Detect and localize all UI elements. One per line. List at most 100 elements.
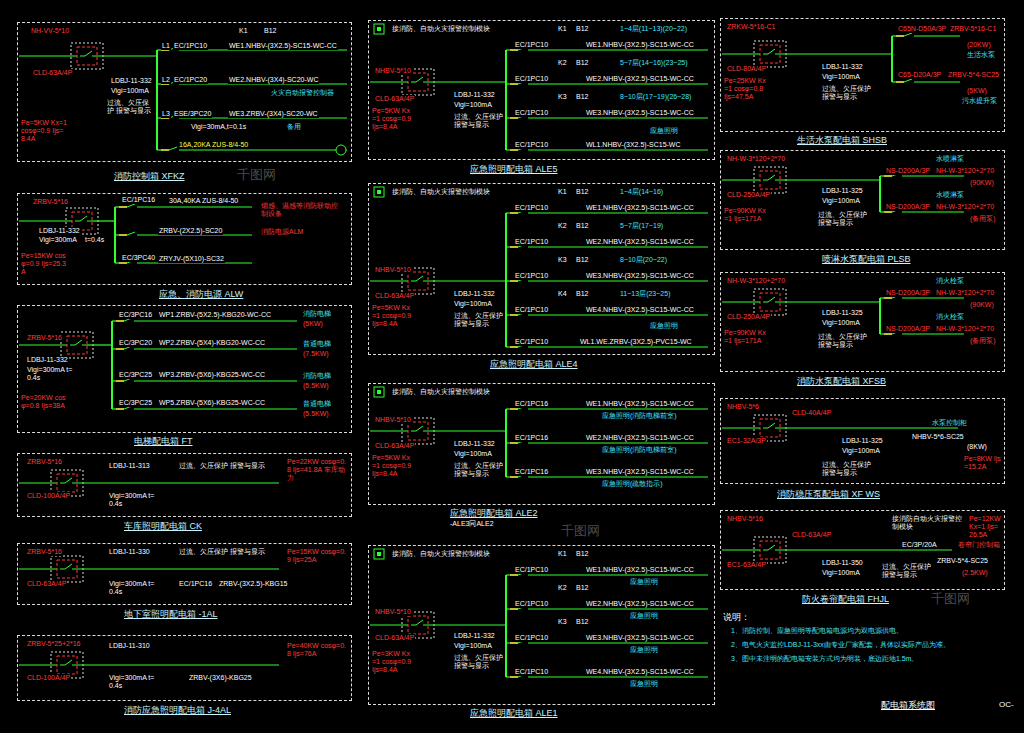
circuit-label: 消火栓泵 bbox=[935, 313, 965, 321]
circuit-label: Vigi=100mA bbox=[821, 73, 861, 81]
circuit-label: (备用泵) bbox=[969, 215, 997, 223]
control-module bbox=[377, 552, 381, 556]
circuit-label: 火灾自动报警控制器 bbox=[270, 89, 335, 97]
circuit-label: 应急照明(消防电梯前室) bbox=[601, 412, 678, 420]
circuit-label: 应急照明 bbox=[629, 646, 659, 654]
circuit-label: NHBV-5*10 bbox=[374, 67, 412, 75]
circuit-label: LDBJ-11-313 bbox=[108, 462, 151, 470]
branch-wire bbox=[902, 333, 964, 334]
breaker-symbol bbox=[72, 483, 77, 484]
distribution-panel: 车库照明配电箱 CKZRBV-5*16CLD-100A/4PLDBJ-11-31… bbox=[17, 453, 352, 517]
circuit-label: ZRBV-(2X2.5)-SC20 bbox=[158, 227, 223, 235]
panel-title: 消防控制箱 XFKZ bbox=[113, 171, 186, 181]
circuit-label: LDBJ-11-332 bbox=[453, 440, 496, 448]
branch-wire bbox=[914, 35, 960, 36]
panel-wiring bbox=[722, 289, 964, 334]
circuit-label: (7.5KW) bbox=[302, 350, 330, 358]
distribution-panel: 消防控制箱 XFKZNH-VV-5*10CLD-63A/4PLDBJ-11-33… bbox=[17, 22, 352, 162]
branch-breaker bbox=[884, 333, 892, 335]
branch-wire bbox=[137, 206, 252, 207]
circuit-label: WE1.NHBV-(3X2.5)-SC15-WC-CC bbox=[228, 42, 338, 50]
circuit-label: L3 bbox=[161, 110, 171, 118]
branch-wire bbox=[506, 149, 510, 150]
branch-wire bbox=[506, 314, 510, 315]
branch-breaker bbox=[161, 149, 169, 151]
circuit-label: 接消防自动火灾报警控制模块 bbox=[891, 515, 963, 531]
circuit-label: EC/3P/20A bbox=[901, 541, 938, 549]
circuit-label: WE1.NHBV-(3X2.5)-SC15-WC-CC bbox=[585, 204, 695, 212]
circuit-label: CLD-63A/4P bbox=[374, 442, 415, 450]
distribution-panel: 应急照明配电箱 ALE5接消防、自动火灾报警控制模块NHBV-5*10CLD-6… bbox=[368, 20, 715, 160]
breaker-symbol bbox=[70, 345, 75, 346]
panel-title: 应急照明配电箱 ALE1 bbox=[469, 708, 559, 718]
feeder-wire bbox=[780, 549, 952, 550]
circuit-label: 应急照明 bbox=[629, 680, 659, 688]
branch-wire bbox=[902, 297, 964, 298]
feeder-wire bbox=[428, 280, 506, 281]
breaker-symbol bbox=[416, 426, 423, 431]
breaker-symbol bbox=[763, 302, 768, 303]
circuit-label: CLD-63A/4P bbox=[26, 580, 67, 588]
circuit-label: 备用 bbox=[286, 123, 302, 131]
circuit-label: L1 bbox=[161, 42, 171, 50]
circuit-label: 5~7层(14~16)(23~25) bbox=[619, 59, 689, 67]
circuit-label: ZRKW-5*16-C1 bbox=[726, 23, 777, 31]
circuit-label: (5KW) bbox=[966, 87, 988, 95]
circuit-label: K2 bbox=[557, 584, 568, 592]
breaker-symbol bbox=[82, 345, 87, 346]
circuit-label: WE1.NHBV-(3X2.5)-SC15-WC-CC bbox=[585, 566, 695, 574]
branch-breaker bbox=[884, 211, 892, 213]
circuit-label: NH-W-3*120+2*70 bbox=[935, 289, 995, 297]
circuit-label: NHBV-5*10 bbox=[374, 416, 412, 424]
panel-wiring bbox=[370, 187, 708, 347]
breaker-symbol bbox=[775, 180, 780, 181]
feeder-wire bbox=[19, 568, 57, 569]
circuit-label: LDBJ-11-325 bbox=[821, 187, 864, 195]
breaker-outline bbox=[77, 47, 97, 65]
branch-breaker bbox=[127, 232, 135, 235]
circuit-label: EC/1PC20 bbox=[173, 76, 208, 84]
breaker-symbol bbox=[60, 569, 65, 570]
panel-wiring bbox=[370, 549, 708, 677]
branch-breaker bbox=[510, 246, 518, 248]
circuit-label: WP5.ZRBV-(5X6)-KBG25-WC-CC bbox=[158, 399, 266, 407]
breaker-symbol bbox=[92, 56, 97, 57]
distribution-panel: 喷淋水泵配电箱 PLSBNH-W-3*120+2*70CLD-250A/4PLD… bbox=[720, 150, 1005, 250]
circuit-label: B12 bbox=[575, 25, 589, 33]
branch-wire bbox=[506, 642, 510, 643]
breaker-symbol bbox=[411, 431, 416, 432]
branch-wire bbox=[506, 83, 510, 84]
circuit-label: Vigi=100mA bbox=[453, 450, 493, 458]
circuit-label: B12 bbox=[575, 256, 589, 264]
branch-wire bbox=[506, 408, 510, 409]
circuit-label: EC/3PC40 bbox=[121, 254, 156, 262]
branch-wire bbox=[134, 320, 297, 321]
branch-breaker bbox=[510, 149, 518, 151]
branch-wire bbox=[134, 348, 297, 349]
breaker-outline bbox=[760, 293, 780, 311]
feeder-wire bbox=[19, 220, 72, 221]
circuit-label: CLD-63A/4P bbox=[32, 69, 73, 77]
circuit-label: WE4.NHBV-(3X2.5)-SC15-WC-CC bbox=[585, 306, 695, 314]
feeder-wire bbox=[722, 53, 760, 54]
panel-wiring bbox=[370, 24, 708, 150]
circuit-label: -ALE3同ALE2 bbox=[449, 520, 495, 528]
branch-breaker bbox=[884, 175, 892, 177]
branch-breaker bbox=[904, 33, 912, 36]
distribution-panel: 消防水泵配电箱 XFSBNH-W-3*120+2*70CLD-250A/4PLD… bbox=[720, 272, 1005, 372]
circuit-label: WE2.NHBV-(3X2.5)-SC15-WC-CC bbox=[585, 238, 695, 246]
branch-breaker bbox=[169, 147, 177, 150]
circuit-label: 接消防、自动火灾报警控制模块 bbox=[391, 550, 503, 558]
feeder-wire bbox=[370, 430, 408, 431]
circuit-label: 生活水泵 bbox=[966, 51, 996, 59]
circuit-label: K3 bbox=[557, 93, 568, 101]
distribution-panel: 应急照明配电箱 ALE1接消防、自动火灾报警控制模块NHBV-5*10CLD-6… bbox=[368, 545, 715, 705]
branch-wire bbox=[506, 442, 510, 443]
breaker-symbol bbox=[423, 281, 428, 282]
branch-wire bbox=[112, 408, 116, 409]
circuit-label: B12 bbox=[575, 618, 589, 626]
circuit-label: WL1.WE.ZRBV-(3X2.5)-PVC15-WC bbox=[579, 338, 693, 346]
branch-wire bbox=[902, 175, 964, 176]
branch-wire bbox=[528, 83, 708, 84]
branch-wire bbox=[134, 408, 297, 409]
